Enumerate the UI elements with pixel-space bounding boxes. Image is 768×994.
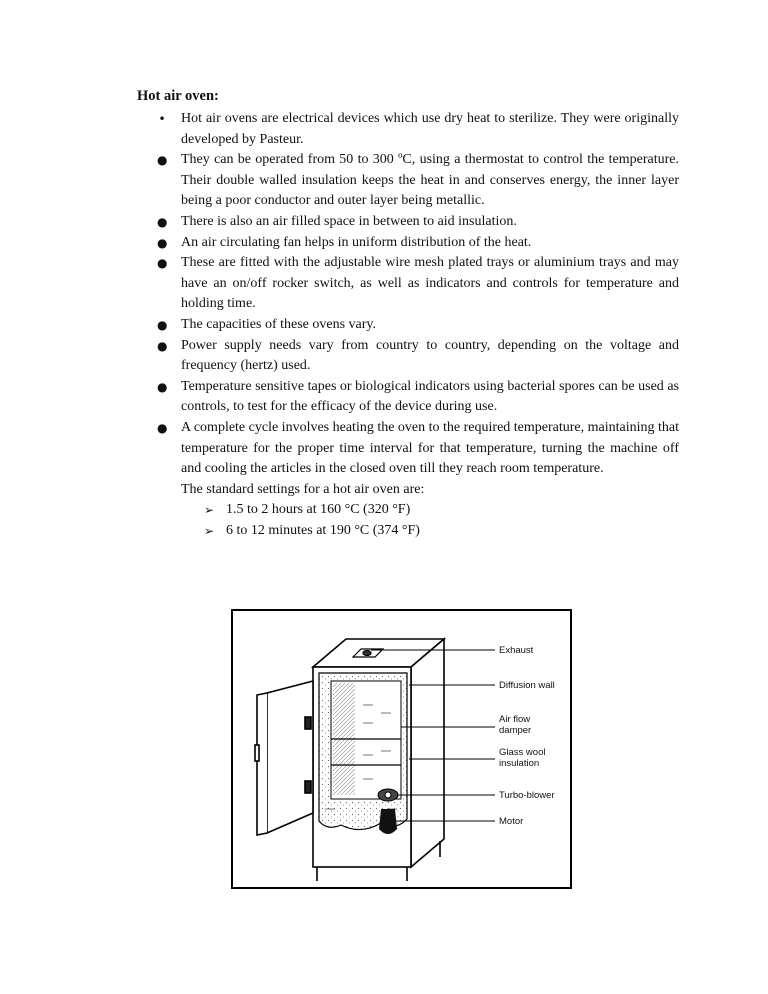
section-heading: Hot air oven: — [137, 88, 219, 104]
settings-label: The standard settings for a hot air oven… — [181, 481, 425, 497]
settings-text: 1.5 to 2 hours at 160 °C (320 °F) — [226, 502, 411, 518]
bullet-icon: ● — [157, 256, 168, 271]
label-motor: Motor — [499, 816, 523, 827]
label-glass-wool: Glass wool — [499, 747, 545, 758]
bullet-list: • Hot air ovens are electrical devices wh… — [157, 109, 679, 542]
list-item: ● They can be operated from 50 to 300 ºC,… — [157, 150, 679, 212]
label-diffusion-wall: Diffusion wall — [499, 680, 555, 691]
oven-interior — [318, 672, 408, 831]
label-insulation: insulation — [499, 758, 539, 769]
settings-list: ➢ 1.5 to 2 hours at 160 °C (320 °F) ➢ 6 to… — [181, 500, 679, 541]
list-item: ● These are fitted with the adjustable wi… — [157, 253, 679, 315]
bullet-icon: ● — [157, 420, 168, 435]
settings-item: ➢ 6 to 12 minutes at 190 °C (374 °F) — [204, 521, 679, 542]
list-item: • Hot air ovens are electrical devices wh… — [158, 109, 679, 150]
leader-lines — [371, 649, 495, 822]
list-item: ● A complete cycle involves heating the o… — [157, 418, 679, 542]
settings-text: 6 to 12 minutes at 190 °C (374 °F) — [226, 522, 420, 538]
bullet-text: Hot air ovens are electrical devices whi… — [181, 111, 679, 147]
arrow-bullet-icon: ➢ — [204, 503, 215, 518]
settings-item: ➢ 1.5 to 2 hours at 160 °C (320 °F) — [204, 500, 679, 521]
label-exhaust: Exhaust — [499, 645, 534, 656]
bullet-text: They can be operated from 50 to 300 ºC, … — [181, 152, 679, 209]
bullet-text: There is also an air filled space in bet… — [181, 213, 517, 229]
list-item: ● There is also an air filled space in be… — [157, 212, 679, 233]
oven-diagram-svg: Exhaust Diffusion wall Air flow damper G… — [231, 609, 572, 889]
exhaust-vent — [351, 648, 385, 658]
oven-diagram: Exhaust Diffusion wall Air flow damper G… — [231, 609, 572, 889]
bullet-text: The capacities of these ovens vary. — [181, 316, 377, 332]
bullet-text: A complete cycle involves heating the ov… — [181, 419, 679, 477]
bullet-icon: ● — [157, 379, 168, 394]
bullet-text: These are fitted with the adjustable wir… — [181, 255, 679, 312]
oven-door — [254, 680, 314, 836]
bullet-text: Power supply needs vary from country to … — [181, 337, 679, 374]
bullet-icon: ● — [157, 214, 168, 229]
list-item: ● Power supply needs vary from country to… — [157, 336, 679, 377]
bullet-text: Temperature sensitive tapes or biologica… — [181, 378, 679, 415]
label-damper: damper — [499, 725, 531, 736]
label-air-flow: Air flow — [499, 714, 530, 725]
arrow-bullet-icon: ➢ — [204, 523, 215, 538]
motor — [379, 809, 397, 834]
list-item: ● The capacities of these ovens vary. — [157, 315, 679, 336]
bullet-icon: • — [158, 112, 166, 126]
list-item: ● Temperature sensitive tapes or biologic… — [157, 377, 679, 418]
label-turbo-blower: Turbo-blower — [499, 790, 555, 801]
bullet-icon: ● — [157, 235, 168, 250]
turbo-blower — [377, 788, 399, 802]
bullet-icon: ● — [157, 317, 168, 332]
list-item: ● An air circulating fan helps in uniform… — [157, 233, 679, 254]
bullet-icon: ● — [157, 153, 168, 168]
bullet-icon: ● — [157, 338, 168, 353]
bullet-text: An air circulating fan helps in uniform … — [181, 234, 532, 250]
